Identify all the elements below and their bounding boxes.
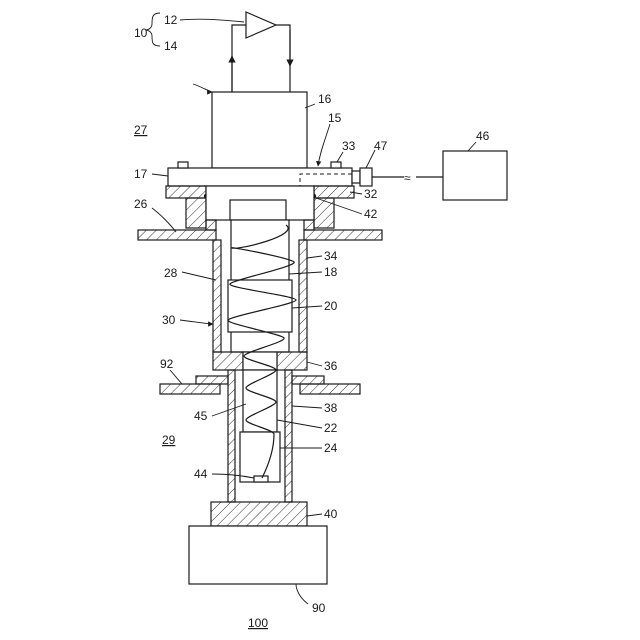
label-10: 10 <box>134 26 148 40</box>
label-16: 16 <box>318 92 332 106</box>
label-17: 17 <box>134 167 148 181</box>
label-14: 14 <box>164 39 178 53</box>
brace-10 <box>146 13 160 46</box>
wall-92-right <box>300 384 360 394</box>
wall-26-right <box>304 230 382 240</box>
housing-16 <box>212 92 307 168</box>
label-33: 33 <box>342 139 356 153</box>
leader-33 <box>337 152 343 162</box>
leader-14 <box>193 84 212 92</box>
mount-ring-32 <box>314 186 354 198</box>
label-26: 26 <box>134 197 148 211</box>
label-22: 22 <box>324 421 338 435</box>
block-36-left <box>213 352 243 370</box>
flange-plate-17 <box>168 168 352 186</box>
wall-92-collar-right <box>292 376 324 384</box>
label-28: 28 <box>164 266 178 280</box>
leader-36 <box>307 362 322 366</box>
leader-22 <box>277 420 322 428</box>
label-29: 29 <box>162 433 176 447</box>
label-32: 32 <box>364 187 378 201</box>
leader-92 <box>170 370 182 384</box>
leader-90 <box>296 584 308 604</box>
label-38: 38 <box>324 401 338 415</box>
bolt-head-33 <box>331 162 341 168</box>
connector-47 <box>360 168 372 186</box>
bolt-head-left <box>178 162 188 168</box>
leader-38 <box>292 406 322 408</box>
leader-34 <box>307 256 322 258</box>
label-20: 20 <box>324 299 338 313</box>
label-12: 12 <box>164 13 178 27</box>
leader-15 <box>318 124 330 166</box>
mount-ring-left <box>166 186 206 198</box>
leader-17 <box>152 174 168 176</box>
label-100: 100 <box>248 616 268 630</box>
label-90: 90 <box>312 601 326 615</box>
label-45: 45 <box>194 409 208 423</box>
label-47: 47 <box>374 139 388 153</box>
tube-34-left-wall <box>213 240 221 352</box>
element-44 <box>254 476 268 482</box>
mount-collar-right <box>314 198 334 228</box>
label-92: 92 <box>160 357 174 371</box>
leader-28 <box>182 272 216 280</box>
tube-38-left-wall <box>228 370 235 502</box>
leader-30 <box>180 320 213 324</box>
label-46: 46 <box>476 129 490 143</box>
label-24: 24 <box>324 441 338 455</box>
mount-collar-left <box>186 198 206 228</box>
label-42: 42 <box>364 207 378 221</box>
label-18: 18 <box>324 265 338 279</box>
wall-92-left <box>160 384 220 394</box>
label-34: 34 <box>324 249 338 263</box>
tube-34-right-wall <box>299 240 307 352</box>
label-15: 15 <box>328 111 342 125</box>
label-44: 44 <box>194 467 208 481</box>
amplifier-symbol <box>232 12 290 92</box>
leader-46 <box>468 142 476 151</box>
wall-26-left <box>138 230 216 240</box>
label-36: 36 <box>324 359 338 373</box>
break-mark: ≈ <box>404 171 411 185</box>
connector-47-body <box>352 171 360 183</box>
leader-12 <box>180 19 244 22</box>
vessel-90 <box>189 526 327 584</box>
tube-38-right-wall <box>285 370 292 502</box>
base-40 <box>211 502 307 526</box>
label-30: 30 <box>162 313 176 327</box>
block-36-right <box>277 352 307 370</box>
controller-box-46 <box>443 151 507 200</box>
leader-40 <box>307 514 322 516</box>
label-27: 27 <box>134 123 148 137</box>
adapter-neck <box>230 200 286 220</box>
wall-lip-right <box>304 220 314 230</box>
label-40: 40 <box>324 507 338 521</box>
wall-lip-left <box>206 220 216 230</box>
wall-92-collar-left <box>196 376 228 384</box>
leader-26 <box>152 208 176 232</box>
